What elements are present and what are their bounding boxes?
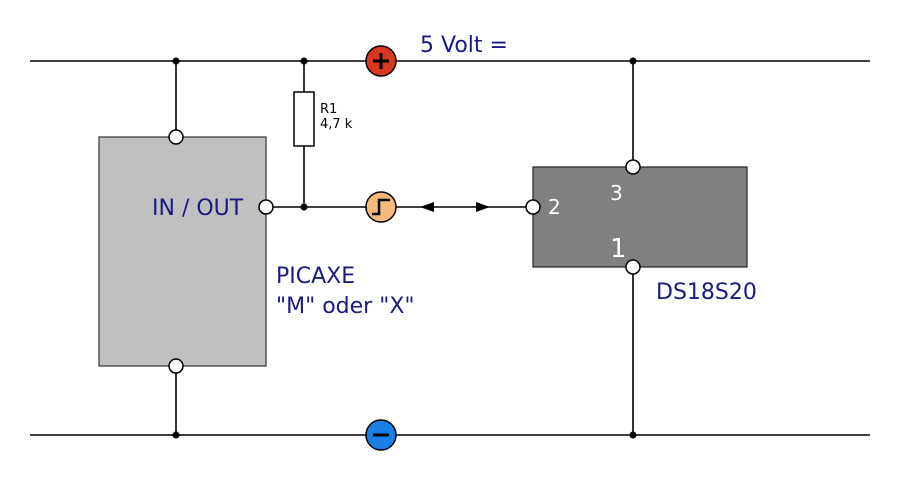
- resistor-r1: [293, 91, 315, 147]
- junction-dot: [300, 203, 308, 211]
- sensor-pin1-label: 1: [610, 234, 627, 264]
- supply-voltage-label: 5 Volt =: [420, 33, 508, 58]
- signal-pulse-icon: [365, 191, 397, 223]
- sensor-pin3: [625, 159, 641, 175]
- junction-dot: [629, 431, 637, 439]
- picaxe-gnd-pin: [168, 358, 184, 374]
- arrow-left-icon: [420, 202, 434, 212]
- arrow-right-icon: [476, 202, 490, 212]
- sensor-name: DS18S20: [656, 280, 757, 305]
- picaxe-vplus-pin: [168, 129, 184, 145]
- sensor-pin3-label: 3: [610, 181, 623, 205]
- junction-dot: [629, 57, 637, 65]
- picaxe-io-pin: [258, 199, 274, 215]
- sensor-pin1: [625, 259, 641, 275]
- picaxe-io-label: IN / OUT: [152, 196, 244, 221]
- junction-dot: [172, 431, 180, 439]
- minus-icon: [365, 419, 397, 451]
- junction-dot: [300, 57, 308, 65]
- plus-icon: [365, 45, 397, 77]
- picaxe-chip: [98, 136, 267, 367]
- resistor-name: R1: [320, 102, 337, 117]
- junction-dot: [172, 57, 180, 65]
- resistor-value: 4,7 k: [320, 117, 353, 132]
- sensor-pin2-label: 2: [548, 195, 561, 219]
- sensor-pin2: [525, 199, 541, 215]
- picaxe-name: PICAXE: [276, 264, 355, 289]
- ds18s20-chip: [532, 166, 748, 268]
- picaxe-variant: "M" oder "X": [276, 294, 415, 319]
